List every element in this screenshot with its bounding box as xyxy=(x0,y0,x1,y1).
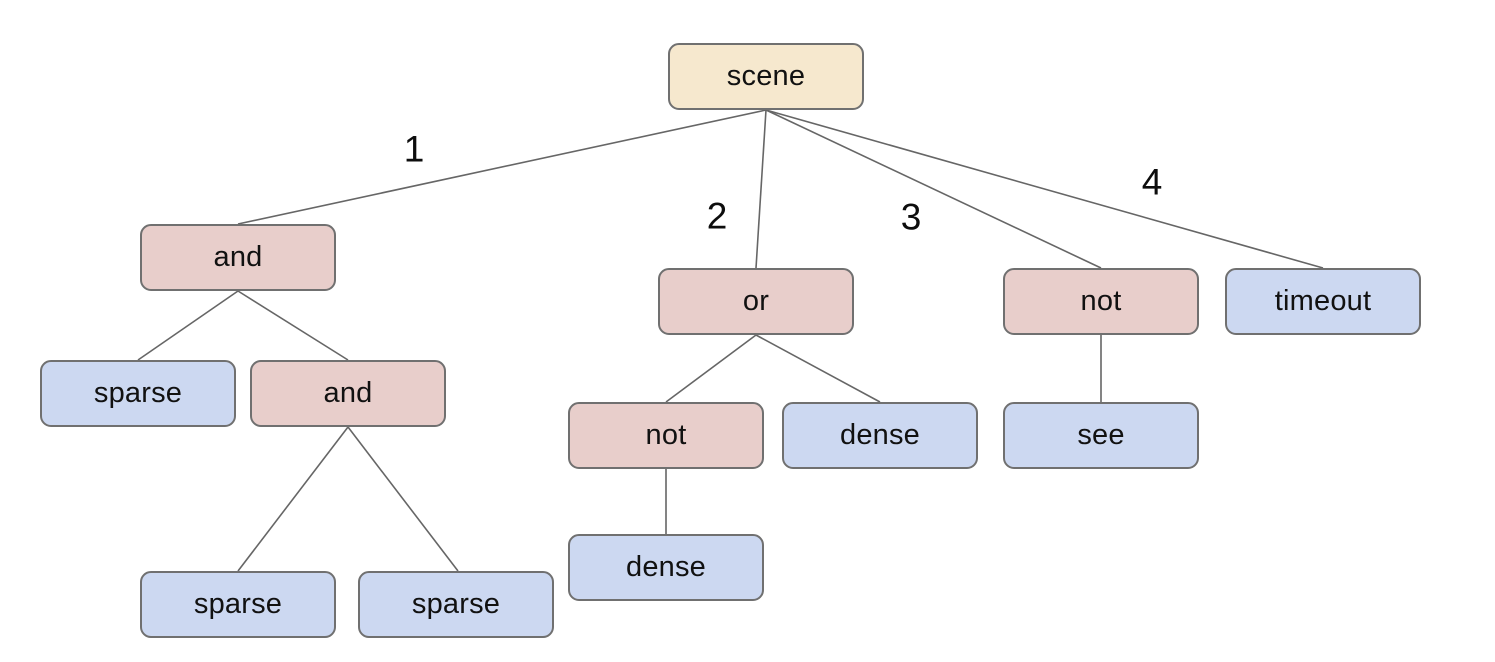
edge-scene-and xyxy=(237,109,767,225)
node-see[interactable]: see xyxy=(1003,402,1199,469)
edge-or-not2 xyxy=(665,334,757,403)
node-and-2[interactable]: and xyxy=(250,360,446,427)
edge-scene-timeout xyxy=(765,109,1324,269)
edge-label-3: 3 xyxy=(900,196,922,238)
node-dense-2[interactable]: dense xyxy=(568,534,764,601)
node-sparse-3[interactable]: sparse xyxy=(358,571,554,638)
node-timeout[interactable]: timeout xyxy=(1225,268,1421,335)
node-and-1[interactable]: and xyxy=(140,224,336,291)
node-sparse-2[interactable]: sparse xyxy=(140,571,336,638)
edge-and-and2 xyxy=(237,290,349,361)
node-dense-1[interactable]: dense xyxy=(782,402,978,469)
node-not-1[interactable]: not xyxy=(1003,268,1199,335)
edge-label-2: 2 xyxy=(706,195,728,237)
edge-and-sparse xyxy=(137,290,239,361)
node-not-2[interactable]: not xyxy=(568,402,764,469)
edge-and2-sparse2 xyxy=(237,426,349,572)
edge-scene-not xyxy=(765,109,1102,269)
edge-and2-sparse3 xyxy=(347,426,459,572)
node-sparse-1[interactable]: sparse xyxy=(40,360,236,427)
edge-or-dense xyxy=(755,334,881,403)
node-or[interactable]: or xyxy=(658,268,854,335)
node-scene[interactable]: scene xyxy=(668,43,864,110)
edge-scene-or xyxy=(755,109,767,269)
edge-label-1: 1 xyxy=(403,128,425,170)
edge-label-4: 4 xyxy=(1141,161,1163,203)
